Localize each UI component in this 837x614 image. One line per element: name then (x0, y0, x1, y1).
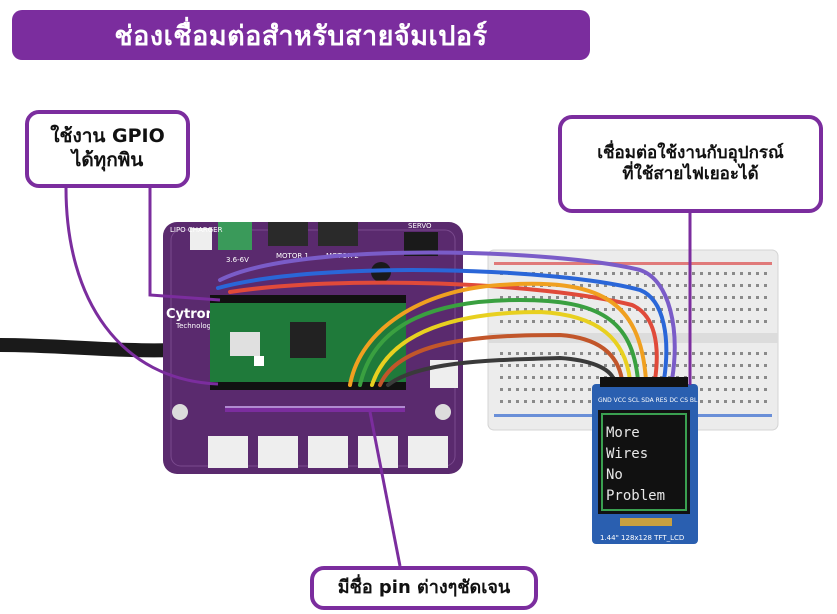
lcd-flex-cable (620, 518, 672, 526)
callout-text: เชื่อมต่อใช้งานกับอุปกรณ์ (597, 142, 784, 163)
bootsel-button (254, 356, 264, 366)
leader-lines (64, 187, 692, 567)
lcd-footer: 1.44" 128x128 TFT_LCD (600, 534, 684, 542)
lcd-screen (598, 410, 690, 514)
lcd-pin-header (600, 377, 688, 387)
board-label: MOTOR 1 (276, 252, 309, 260)
callout-text: มีชื่อ pin ต่างๆชัดเจน (337, 576, 511, 598)
lcd-module: GND VCC SCL SDA RES DC CS BL More Wires … (592, 377, 698, 544)
rp2040-chip (290, 322, 326, 358)
header-top (210, 295, 406, 303)
callout-pin-labels: มีชื่อ pin ต่างๆชัดเจน (310, 566, 538, 610)
title-banner: ช่องเชื่อมต่อสำหรับสายจัมเปอร์ (12, 10, 590, 60)
gpio-leader-bottom (64, 187, 219, 386)
board-label: SERVO (408, 222, 432, 230)
pin-leader (368, 411, 402, 567)
callout-text: ใช้งาน GPIO (50, 125, 165, 148)
board-label: 3.6-6V (226, 256, 249, 264)
callout-text: ที่ใช้สายไฟเยอะได้ (622, 164, 759, 184)
grove-connector (258, 436, 298, 468)
grove-connector (308, 436, 348, 468)
callout-wires: เชื่อมต่อใช้งานกับอุปกรณ์ ที่ใช้สายไฟเยอ… (558, 115, 823, 213)
pico-usb (230, 332, 260, 356)
jumper-wires (216, 250, 677, 387)
lcd-text-line: More (606, 425, 640, 441)
board-label: LIPO CHARGER (170, 226, 223, 234)
lcd-text-line: Problem (606, 488, 665, 504)
mount-hole (172, 404, 188, 420)
power-terminal (218, 222, 252, 250)
header-bottom (210, 382, 406, 390)
mount-hole (435, 404, 451, 420)
grove-connector (208, 436, 248, 468)
page-title: ช่องเชื่อมต่อสำหรับสายจัมเปอร์ (114, 20, 488, 52)
lcd-text-line: Wires (606, 446, 648, 462)
motor-terminal-1 (268, 222, 308, 246)
callout-text: ได้ทุกพิน (71, 149, 144, 171)
lipo-connector (190, 228, 212, 250)
callout-gpio: ใช้งาน GPIO ได้ทุกพิน (25, 110, 190, 188)
usb-cable (0, 338, 176, 358)
motor-terminal-2 (318, 222, 358, 246)
gpio-leader-top (148, 188, 221, 302)
lcd-text-line: No (606, 467, 623, 483)
brand-subtitle: Technologies (175, 322, 221, 330)
brand-logo: Cytron (166, 307, 215, 322)
lcd-pin-labels: GND VCC SCL SDA RES DC CS BL (598, 397, 698, 404)
grove-connector (408, 436, 448, 468)
